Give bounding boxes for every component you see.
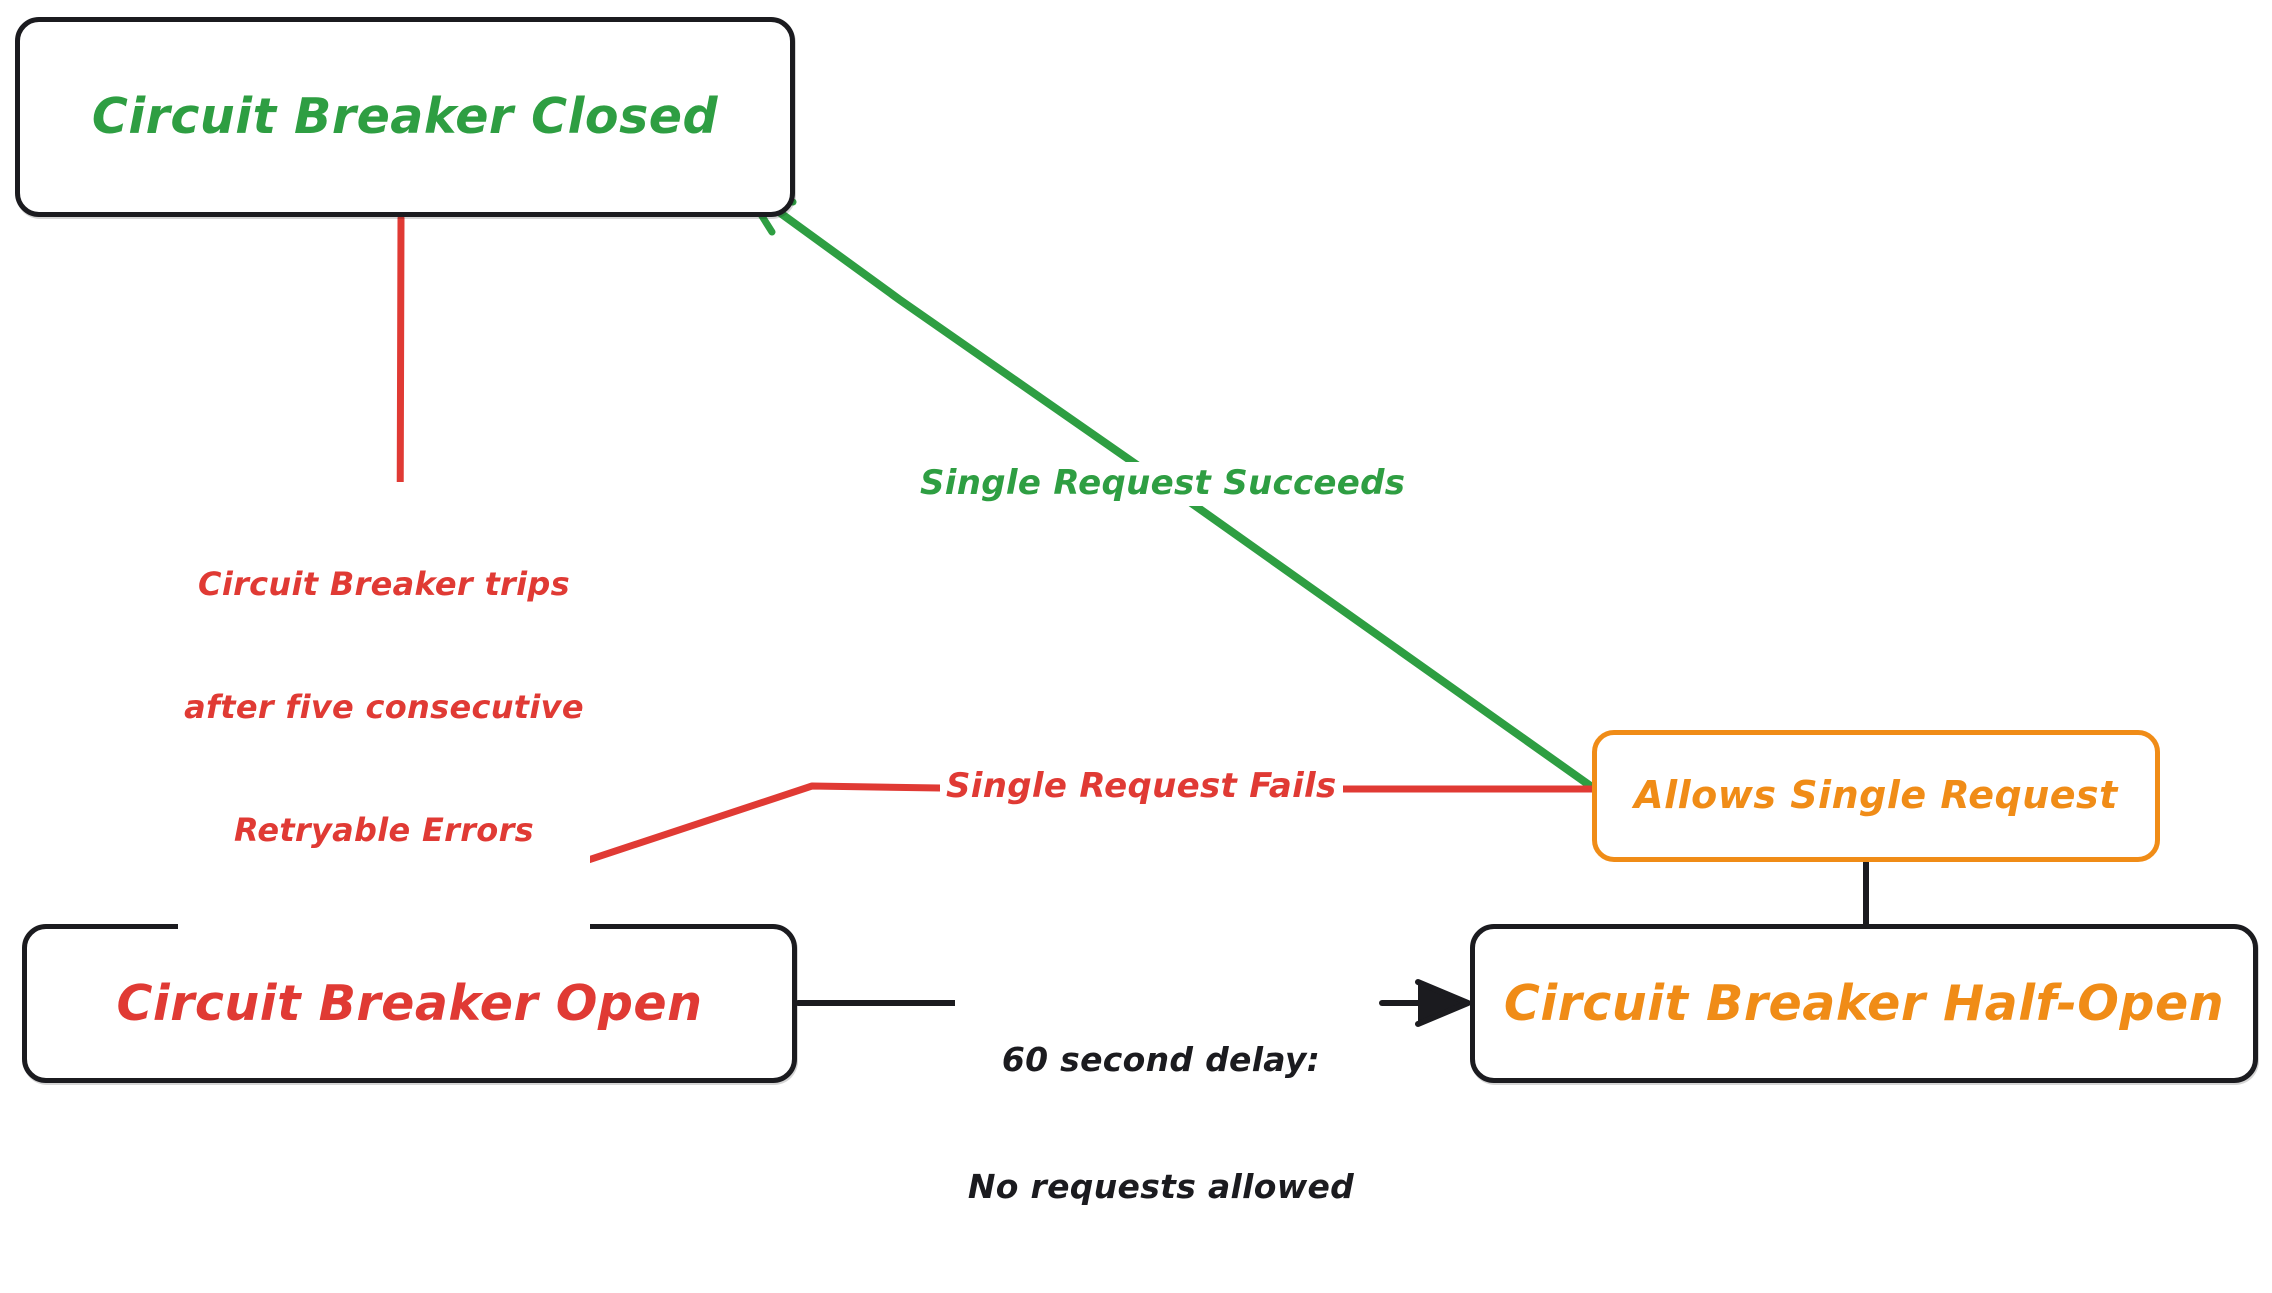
edge-label-delay-line1: 60 second delay: (1001, 1040, 1321, 1080)
node-label-half-open: Circuit Breaker Half-Open (1503, 974, 2225, 1032)
edge-label-delay-line2: No requests allowed (967, 1167, 1355, 1207)
edge-label-succeeds: Single Request Succeeds (914, 462, 1412, 506)
state-diagram: Circuit Breaker Closed Circuit Breaker O… (15, 17, 2258, 1207)
node-allows-single-request[interactable]: Allows Single Request (1592, 730, 2160, 862)
node-circuit-breaker-half-open[interactable]: Circuit Breaker Half-Open (1470, 924, 2258, 1083)
node-circuit-breaker-closed[interactable]: Circuit Breaker Closed (15, 17, 795, 217)
node-label-allows: Allows Single Request (1634, 773, 2118, 818)
node-circuit-breaker-open[interactable]: Circuit Breaker Open (22, 924, 797, 1083)
edge-label-trips: Circuit Breaker trips after five consecu… (178, 482, 590, 933)
edge-label-trips-line1: Circuit Breaker trips (198, 564, 570, 603)
edge-label-trips-line2: after five consecutive (184, 687, 584, 726)
edge-label-trips-line3: Retryable Errors (233, 810, 535, 849)
node-label-closed: Circuit Breaker Closed (91, 88, 719, 146)
edge-label-fails: Single Request Fails (940, 765, 1343, 809)
node-label-open: Circuit Breaker Open (116, 974, 703, 1032)
edge-label-delay: 60 second delay: No requests allowed (955, 955, 1367, 1293)
